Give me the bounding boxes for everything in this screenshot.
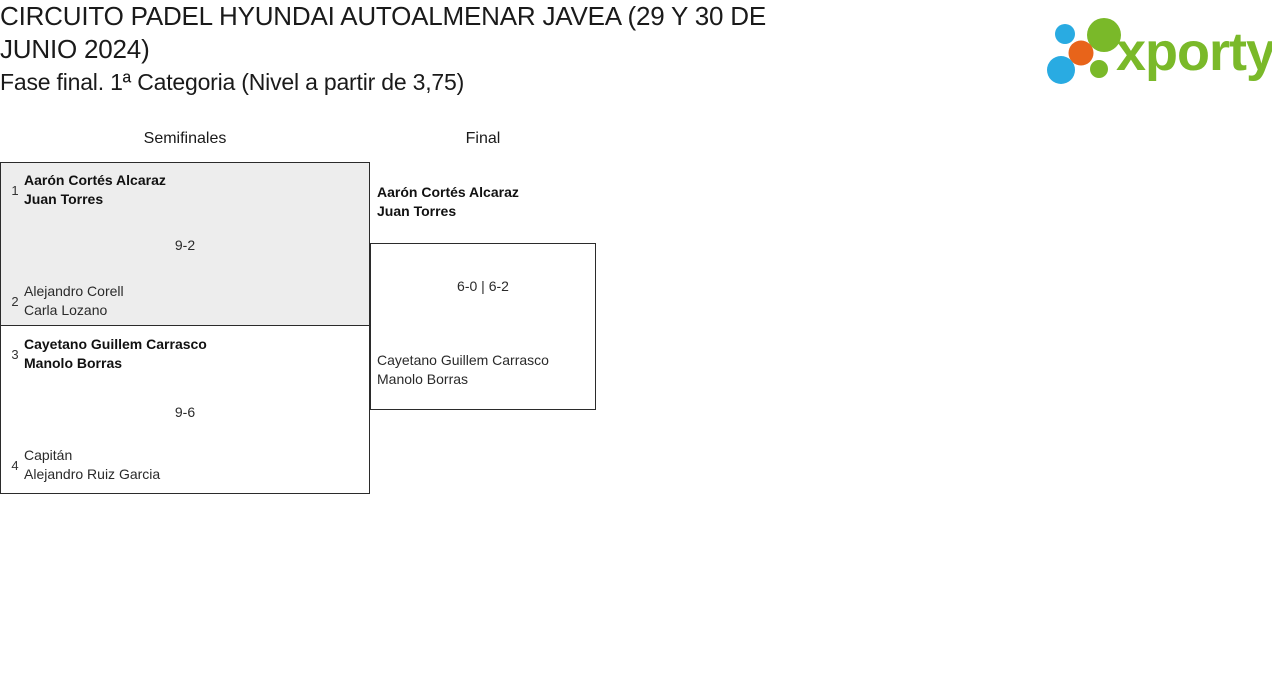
logo-dot-blue-large <box>1047 56 1075 84</box>
round-header-semifinales: Semifinales <box>143 130 227 147</box>
table-row[interactable]: 2 Alejandro Corell Carla Lozano <box>1 282 369 320</box>
logo-dot-blue-small <box>1055 24 1075 44</box>
team-players: Capitán Alejandro Ruiz Garcia <box>24 447 161 482</box>
match-semifinal-2[interactable]: 3 Cayetano Guillem Carrasco Manolo Borra… <box>0 325 370 494</box>
table-row[interactable]: 1 Aarón Cortés Alcaraz Juan Torres <box>1 171 369 209</box>
final-match-score: 6-0 | 6-2 <box>457 278 509 294</box>
logo-wordmark: xporty <box>1116 22 1272 82</box>
tournament-title-line-2: JUNIO 2024) <box>0 34 150 64</box>
xporty-logo: xporty <box>1044 15 1277 87</box>
table-row[interactable]: 3 Cayetano Guillem Carrasco Manolo Borra… <box>1 335 369 373</box>
seed-number: 1 <box>11 182 19 198</box>
match-score: 9-6 <box>174 404 196 420</box>
match-final[interactable] <box>370 243 596 410</box>
logo-dot-green-large <box>1087 18 1121 52</box>
tournament-title-line-1: CIRCUITO PADEL HYUNDAI AUTOALMENAR JAVEA… <box>0 1 766 31</box>
tournament-subtitle: Fase final. 1ª Categoria (Nivel a partir… <box>0 69 465 95</box>
table-row[interactable]: 4 Capitán Alejandro Ruiz Garcia <box>1 446 369 484</box>
seed-number: 2 <box>11 293 19 309</box>
tournament-header: CIRCUITO PADEL HYUNDAI AUTOALMENAR JAVEA… <box>0 0 860 99</box>
logo-dot-green-small <box>1090 60 1108 78</box>
team-players: Alejandro Corell Carla Lozano <box>24 283 124 318</box>
final-runner-up-team: Cayetano Guillem Carrasco Manolo Borras <box>377 352 549 387</box>
match-score: 9-2 <box>174 237 196 253</box>
seed-number: 4 <box>11 457 19 473</box>
seed-number: 3 <box>11 346 19 362</box>
logo-dot-orange <box>1068 40 1094 66</box>
team-players: Aarón Cortés Alcaraz Juan Torres <box>24 172 166 207</box>
team-players: Cayetano Guillem Carrasco Manolo Borras <box>24 336 207 371</box>
final-winner-team: Aarón Cortés Alcaraz Juan Torres <box>377 184 519 219</box>
match-semifinal-1[interactable]: 1 Aarón Cortés Alcaraz Juan Torres 9-2 2… <box>0 162 370 326</box>
round-header-final: Final <box>465 130 501 147</box>
